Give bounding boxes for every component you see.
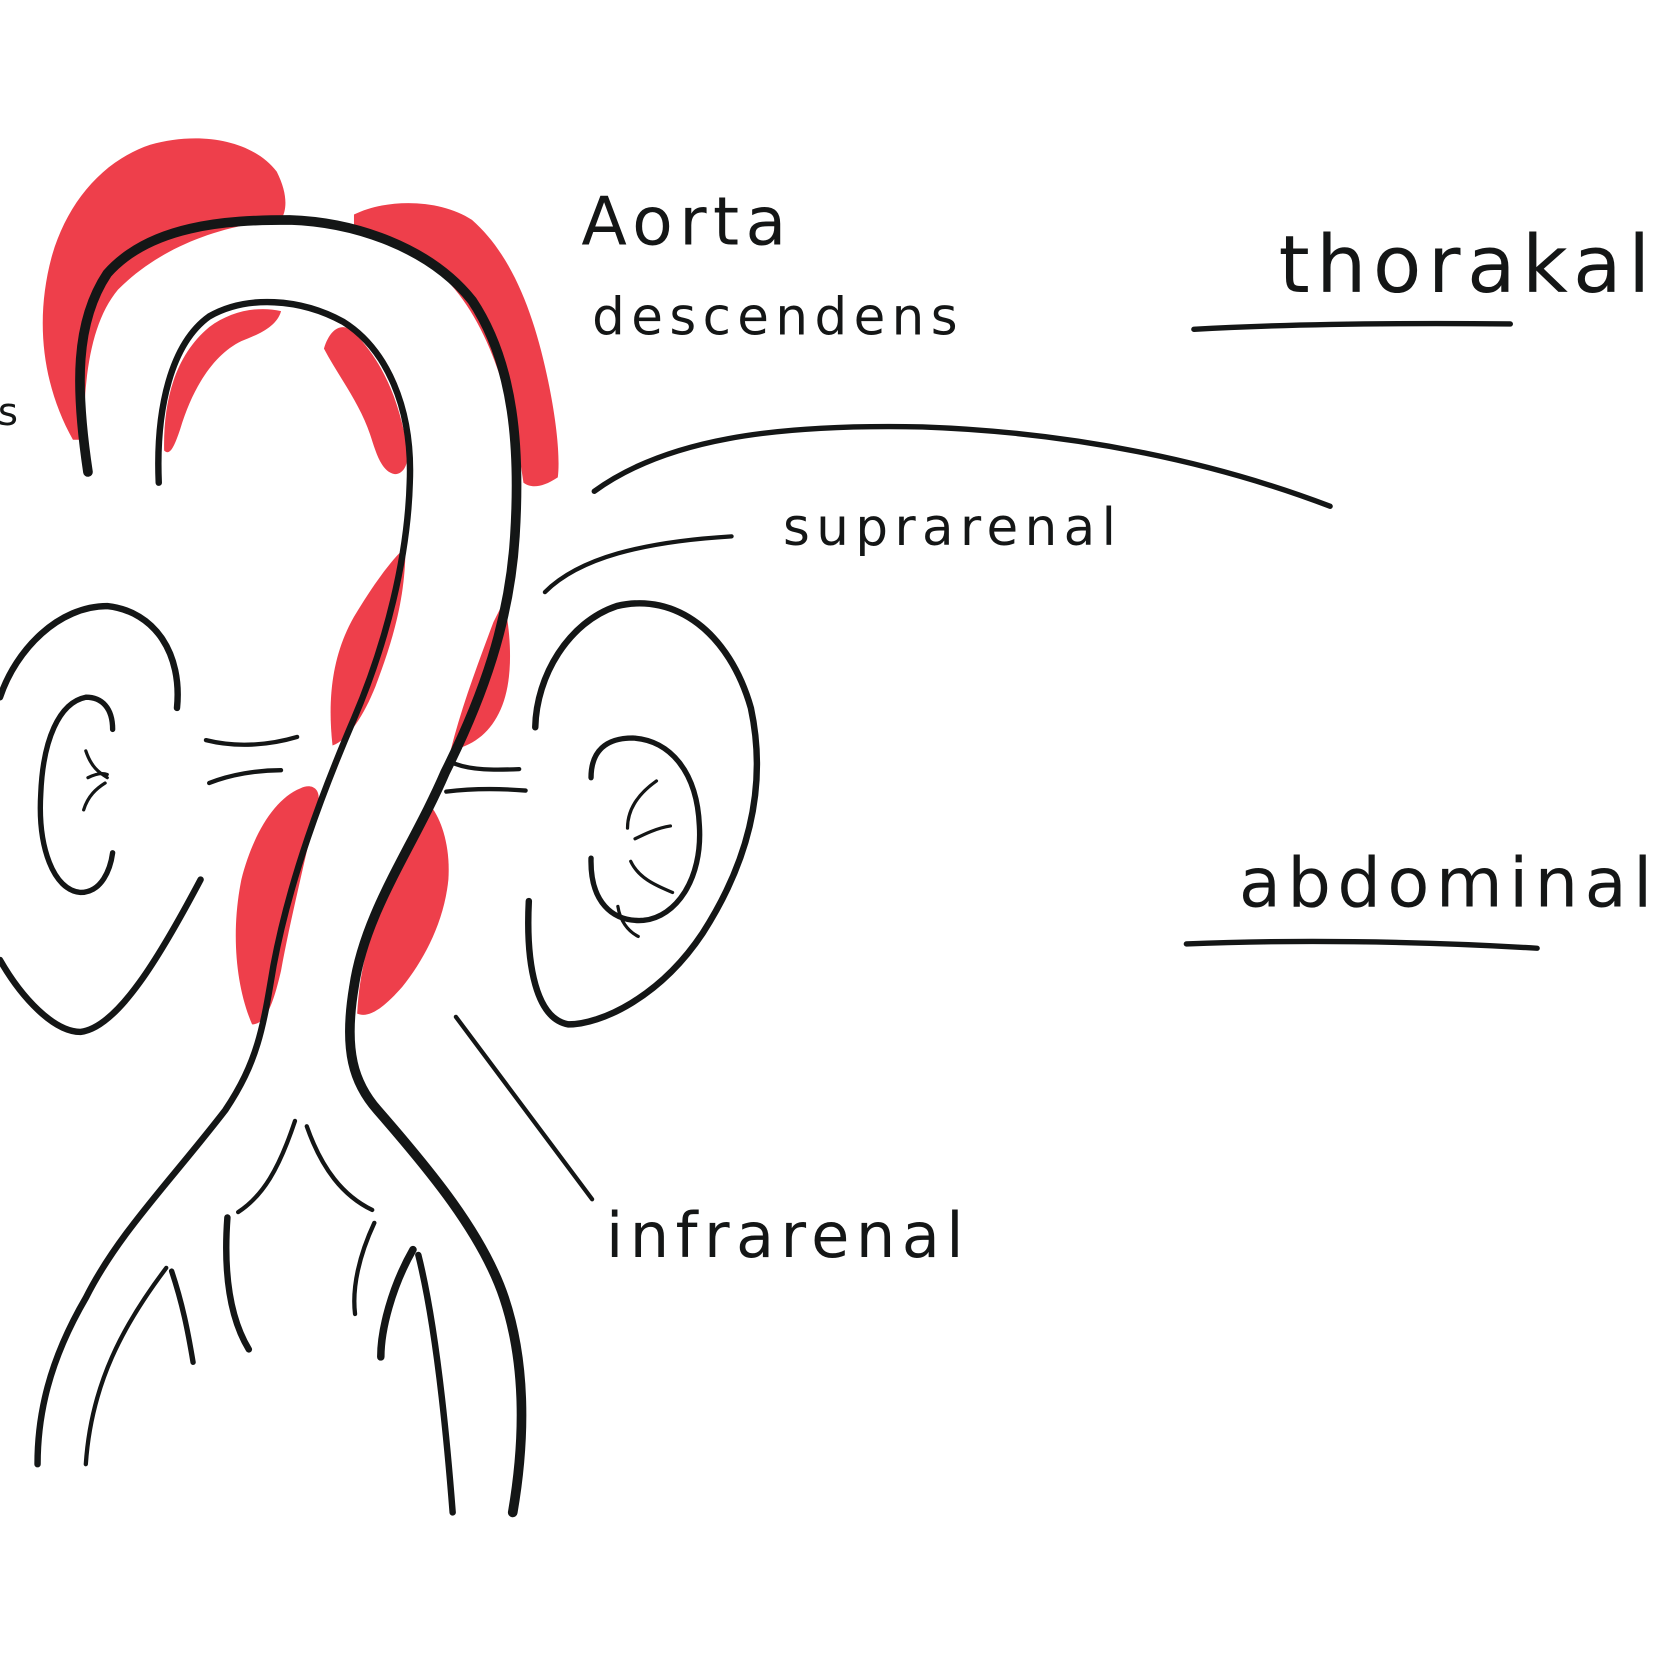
- branch-left-mid: [223, 1214, 253, 1353]
- right-kidney-calyx-3: [629, 859, 675, 895]
- left-kidney-outer: [0, 602, 181, 712]
- right-renal-artery-a: [452, 761, 522, 772]
- branch-right-mid: [352, 1220, 377, 1317]
- label-thorakal: thorakal: [1279, 218, 1657, 311]
- label-cut-off-left: s: [0, 390, 24, 435]
- left-renal-artery-a: [203, 734, 300, 747]
- labels: s Aorta descendens thorakal suprarenal a…: [0, 183, 1659, 1273]
- red-highlights: [42, 138, 559, 1025]
- suprarenal-pointer: [542, 534, 734, 595]
- label-suprarenal: suprarenal: [783, 498, 1122, 558]
- branch-left-inner: [235, 1118, 298, 1215]
- branch-right-inner: [304, 1124, 375, 1213]
- right-kidney-calyx-2: [633, 824, 673, 841]
- iliac-branches: [83, 1118, 456, 1516]
- label-infrarenal: infrarenal: [606, 1199, 970, 1272]
- right-kidney-inner: [588, 735, 703, 924]
- pointer-lines: [453, 320, 1540, 1202]
- left-kidney: [0, 602, 300, 1036]
- label-aorta: Aorta: [581, 183, 792, 261]
- highlight-inner-arch-right: [323, 327, 408, 475]
- aorta-outline: [34, 215, 527, 1518]
- right-kidney: [444, 600, 761, 1028]
- label-descendens: descendens: [592, 288, 964, 348]
- highlight-infrarenal-right: [357, 806, 449, 1015]
- highlight-suprarenal-left: [330, 547, 406, 746]
- right-kidney-outer-upper: [525, 600, 761, 1028]
- branch-right-outer-b: [415, 1251, 456, 1516]
- left-kidney-outer-lower: [0, 876, 204, 1036]
- aorta-inner-wall: [34, 298, 414, 1468]
- left-renal-artery-b: [207, 768, 284, 786]
- left-kidney-calyx-3: [82, 781, 107, 812]
- left-kidney-calyx-2: [86, 772, 109, 780]
- label-abdominal: abdominal: [1239, 843, 1659, 923]
- highlight-outer-arch-left: [42, 138, 286, 440]
- highlight-inner-arch-left: [164, 309, 282, 453]
- thorakal-underline: [1191, 320, 1513, 332]
- branch-right-outer-a: [377, 1245, 417, 1361]
- right-kidney-calyx-1: [625, 779, 659, 830]
- infrarenal-pointer: [453, 1014, 595, 1202]
- right-renal-artery-b: [444, 786, 528, 794]
- branch-left-outer-a: [83, 1265, 169, 1467]
- highlight-outer-arch-right: [353, 203, 559, 487]
- abdominal-underline: [1183, 938, 1540, 951]
- thorakal-boundary-line: [591, 423, 1333, 509]
- highlight-infrarenal-left: [235, 786, 319, 1025]
- right-kidney-calyx-4: [616, 904, 640, 939]
- left-kidney-inner: [37, 694, 116, 896]
- left-kidney-calyx-1: [84, 749, 109, 780]
- branch-left-outer-b: [168, 1268, 196, 1365]
- aorta-outer-left-wall: [75, 215, 527, 1518]
